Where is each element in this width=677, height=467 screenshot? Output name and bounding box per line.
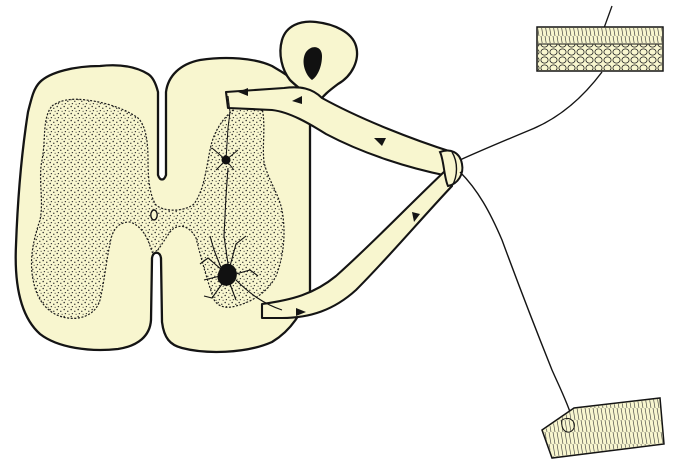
- motor-fiber: [460, 172, 572, 418]
- muscle-effector-block: [542, 398, 664, 458]
- central-canal: [151, 210, 157, 220]
- skin-receptor-block: [537, 27, 663, 71]
- sensory-fiber: [460, 72, 602, 160]
